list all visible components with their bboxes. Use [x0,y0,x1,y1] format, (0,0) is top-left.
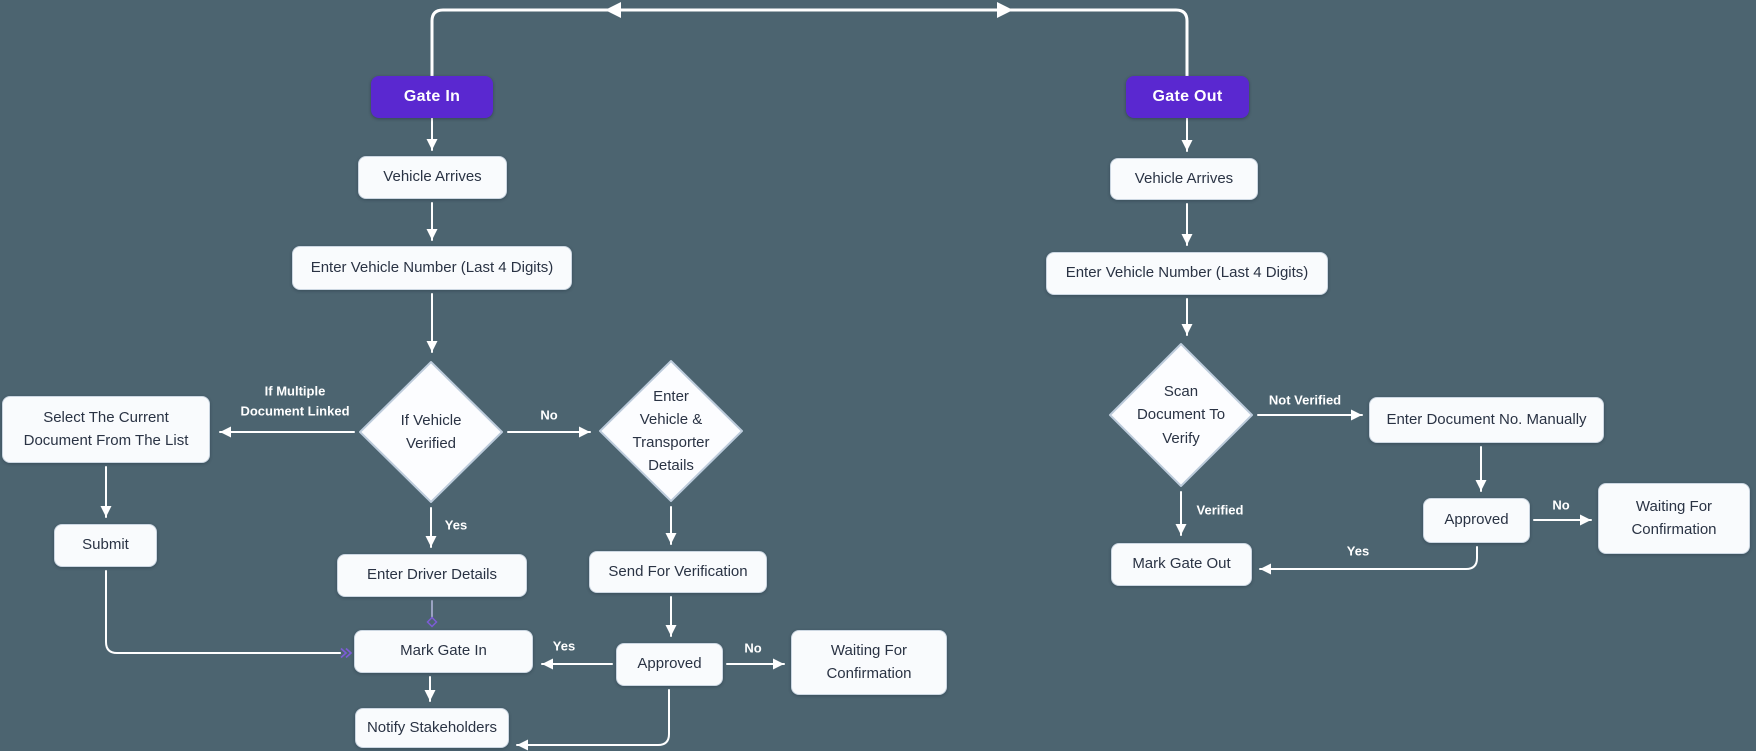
node-go-waiting-confirmation[interactable]: Waiting For Confirmation [1598,483,1750,554]
arrowhead-selectdoc-submit [100,506,112,517]
node-gate-in[interactable]: Gate In [371,76,493,118]
node-notify-stakeholders[interactable]: Notify Stakeholders [355,708,509,748]
arrowhead-number-verified [426,341,438,352]
node-label: Gate In [403,88,461,105]
node-label: Mark Gate In [400,642,487,660]
arrowhead-verified-multiple [220,426,231,438]
mid-arrowhead-top-loop [997,2,1013,18]
edge-label-giapproved-markgatein: Yes [552,638,576,654]
node-go-approved[interactable]: Approved [1423,498,1530,543]
node-label: Enter Document No. Manually [1386,410,1587,428]
arrowhead-gatein-vehiclearrives [426,139,438,150]
arrowhead-gonumber-scan [1181,324,1193,335]
edge-label-verified-multiple: If Multiple Document Linked [240,383,350,419]
arrowhead-govehicle-number [1181,234,1193,245]
node-gi-if-vehicle-verified[interactable]: If Vehicle Verified [358,360,504,504]
arrowhead-sendverify-approved [665,625,677,636]
node-label: Send For Verification [608,562,748,580]
node-label: Waiting For Confirmation [826,642,912,682]
purple-chevron-icon [340,647,353,659]
arrowhead-verified-yes [425,536,437,547]
arrowhead-transporter-sendverify [665,533,677,544]
node-mark-gate-out[interactable]: Mark Gate Out [1111,543,1252,586]
node-label: Vehicle Arrives [1134,169,1234,187]
diamond-shape [359,361,503,503]
node-label: Enter Driver Details [366,566,498,584]
edge-label-goapproved-markgateout: Yes [1346,543,1370,559]
node-gi-enter-vehicle-transporter[interactable]: Enter Vehicle & Transporter Details [598,359,744,503]
arrowhead-giapproved-notify [517,739,528,751]
edge-submit-markgatein [105,570,341,654]
node-label: Waiting For Confirmation [1631,498,1717,538]
node-gi-vehicle-arrives[interactable]: Vehicle Arrives [358,156,507,199]
node-go-scan-document[interactable]: Scan Document To Verify [1108,342,1254,488]
edge-label-giapproved-waiting: No [744,640,762,656]
node-gate-out[interactable]: Gate Out [1126,76,1249,118]
node-label: Notify Stakeholders [366,718,498,736]
node-go-enter-vehicle-number[interactable]: Enter Vehicle Number (Last 4 Digits) [1046,252,1328,295]
node-gi-enter-driver-details[interactable]: Enter Driver Details [337,554,527,597]
node-label: Scan Document To Verify [1136,383,1226,447]
purple-diamond-icon [426,616,438,628]
edge-label-verified-no: No [540,407,558,423]
arrowhead-vehiclearrives-number [426,229,438,240]
arrowhead-verified-no [579,426,590,438]
edge-giapproved-notify [516,689,670,746]
arrowhead-gateout-vehiclearrives [1181,140,1193,151]
node-select-current-document[interactable]: Select The Current Document From The Lis… [2,396,210,463]
mid-arrowhead-top-loop [605,2,621,18]
node-mark-gate-in[interactable]: Mark Gate In [354,630,533,673]
node-label: Approved [637,655,702,673]
edge-label-verified-yes: Yes [444,517,468,533]
node-submit[interactable]: Submit [54,524,157,567]
node-label: Submit [82,536,129,554]
node-label: If Vehicle Verified [400,411,462,452]
node-label: Mark Gate Out [1132,555,1231,573]
edge-label-goapproved-waiting: No [1552,497,1570,513]
node-gi-enter-vehicle-number[interactable]: Enter Vehicle Number (Last 4 Digits) [292,246,572,290]
node-label: Select The Current Document From The Lis… [23,409,189,449]
arrowhead-giapproved-waiting [773,658,784,670]
node-label: Approved [1444,511,1509,529]
arrowhead-scan-verified [1175,524,1187,535]
diamond-shape [599,360,743,502]
edge-label-scan-verified: Verified [1196,502,1244,518]
edge-goapproved-markgateout [1259,546,1478,570]
arrowhead-markgatein-notify [424,690,436,701]
edge-label-scan-notverified: Not Verified [1268,392,1342,408]
node-label: Enter Vehicle Number (Last 4 Digits) [1065,264,1309,282]
arrowhead-giapproved-markgatein [542,658,553,670]
node-go-vehicle-arrives[interactable]: Vehicle Arrives [1110,158,1258,200]
node-gi-approved[interactable]: Approved [616,643,723,686]
node-enter-document-manually[interactable]: Enter Document No. Manually [1369,397,1604,443]
arrowhead-goapproved-markgateout [1260,563,1271,575]
node-gi-waiting-confirmation[interactable]: Waiting For Confirmation [791,630,947,695]
node-label: Enter Vehicle Number (Last 4 Digits) [310,258,554,276]
arrowhead-goapproved-waiting [1580,514,1591,526]
node-label: Enter Vehicle & Transporter Details [632,387,710,475]
arrowhead-manually-approved [1475,480,1487,491]
node-send-for-verification[interactable]: Send For Verification [589,551,767,593]
edge-top-loop [430,8,1189,78]
node-label: Gate Out [1152,88,1223,105]
arrowhead-scan-notverified [1351,409,1362,421]
diamond-shape [1109,343,1253,487]
node-label: Vehicle Arrives [383,168,482,186]
